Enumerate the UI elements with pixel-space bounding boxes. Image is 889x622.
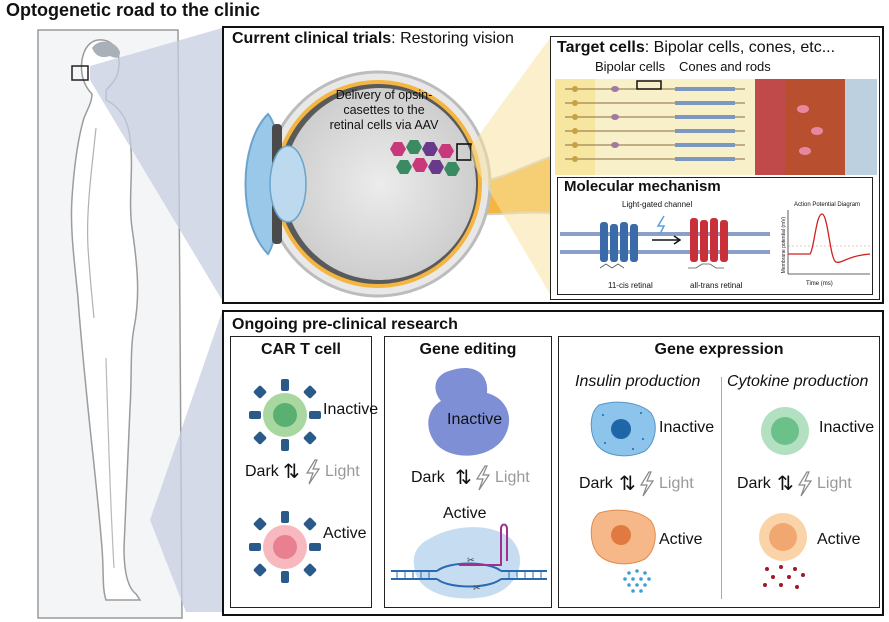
cytokine-light-label: Light	[817, 475, 852, 492]
insulin-inactive-cell	[590, 401, 656, 457]
equilibrium-arrows-icon-2: ⇅	[455, 467, 472, 489]
gene-editing-inactive-label: Inactive	[447, 411, 503, 428]
target-cells-box: Target cells: Bipolar cells, cones, etc.…	[550, 36, 880, 300]
equilibrium-arrows-icon-3: ⇅	[619, 473, 636, 495]
insulin-light-label: Light	[659, 475, 694, 492]
insulin-inactive-label: Inactive	[659, 419, 715, 436]
clinical-heading-bold: Current clinical trials	[232, 30, 392, 47]
light-bolt-icon-3	[639, 471, 655, 497]
equilibrium-arrows-icon: ⇅	[283, 461, 300, 483]
car-t-dark-label: Dark	[245, 463, 279, 480]
ap-xlabel: Time (ms)	[806, 281, 833, 287]
cones-rods-label: Cones and rods	[679, 59, 771, 74]
car-t-light-label: Light	[325, 463, 360, 480]
gene-editing-active-label: Active	[443, 505, 487, 522]
gene-editing-title: Gene editing	[419, 341, 517, 358]
car-t-inactive-cell	[249, 379, 321, 451]
retina-cells-icon	[555, 79, 877, 175]
cytokine-dark-label: Dark	[737, 475, 771, 492]
human-body-icon	[37, 29, 183, 619]
car-t-inactive-label: Inactive	[323, 401, 379, 418]
car-t-title: CAR T cell	[260, 341, 341, 358]
cytokine-active-cell	[759, 513, 807, 589]
molecular-mechanism-box: Molecular mechanism Light-gated channel …	[557, 177, 873, 295]
cytokine-active-label: Active	[817, 531, 861, 548]
trans-retinal-label: all-trans retinal	[690, 281, 743, 290]
dna-crispr-icon: ✂ ✂	[391, 523, 547, 599]
cytokine-inactive-label: Inactive	[819, 419, 875, 436]
delivery-line-1: Delivery of opsin-	[335, 88, 433, 102]
preclinical-box: Ongoing pre-clinical research CAR T cell…	[222, 310, 884, 616]
gene-expression-panel: Gene expression Insulin production Cytok…	[558, 336, 880, 608]
cytokine-inactive-cell	[761, 407, 809, 455]
insulin-subtitle: Insulin production	[575, 373, 701, 390]
light-gated-channel-label: Light-gated channel	[622, 200, 693, 209]
car-t-active-label: Active	[323, 525, 367, 542]
preclinical-heading: Ongoing pre-clinical research	[232, 316, 458, 333]
ap-ylabel: Membrane potential (mV)	[781, 216, 788, 274]
light-bolt-icon-4	[797, 471, 813, 497]
delivery-line-2: casettes to the	[343, 103, 425, 117]
ap-title: Action Potential Diagram	[794, 202, 861, 208]
gene-editing-light-label: Light	[495, 469, 530, 486]
clinical-trials-box: Current clinical trials: Restoring visio…	[222, 26, 884, 304]
aav-capsid-icon	[390, 140, 460, 176]
action-potential-plot	[787, 210, 871, 275]
page-title: Optogenetic road to the clinic	[6, 0, 261, 20]
cis-retinal-label: 11-cis retinal	[608, 281, 653, 290]
delivery-line-3: retinal cells via AAV	[329, 118, 439, 132]
insulin-active-label: Active	[659, 531, 703, 548]
cas-protein-blob	[428, 367, 510, 456]
light-bolt-icon	[305, 459, 321, 485]
insulin-dark-label: Dark	[579, 475, 613, 492]
gene-editing-dark-label: Dark	[411, 469, 445, 486]
car-t-active-cell	[249, 511, 321, 583]
molecular-heading: Molecular mechanism	[564, 178, 721, 195]
body-panel	[36, 28, 183, 619]
eye-diagram-icon	[244, 70, 559, 298]
cytokine-subtitle: Cytokine production	[727, 373, 869, 390]
insulin-active-cell	[590, 509, 656, 593]
clinical-trials-heading: Current clinical trials: Restoring visio…	[232, 30, 514, 48]
gene-expression-title: Gene expression	[654, 341, 784, 358]
expression-divider	[721, 377, 722, 599]
target-heading-bold: Target cells	[557, 39, 645, 56]
svg-text:✂: ✂	[473, 584, 481, 594]
clinical-heading-rest: : Restoring vision	[391, 30, 514, 47]
svg-text:✂: ✂	[467, 556, 475, 566]
gene-editing-panel: Gene editing Inactive Dark ⇅ Light Activ…	[384, 336, 552, 608]
light-bolt-icon-2	[475, 465, 491, 491]
target-heading-rest: : Bipolar cells, cones, etc...	[644, 39, 836, 56]
car-t-panel: CAR T cell Inactive Dark ⇅ Light	[230, 336, 378, 608]
target-cells-heading: Target cells: Bipolar cells, cones, etc.…	[557, 39, 835, 57]
equilibrium-arrows-icon-4: ⇅	[777, 473, 794, 495]
aav-delivery-text: Delivery of opsin- casettes to the retin…	[324, 88, 444, 133]
bipolar-cells-label: Bipolar cells	[595, 59, 666, 74]
channel-protein-icon	[560, 215, 770, 269]
